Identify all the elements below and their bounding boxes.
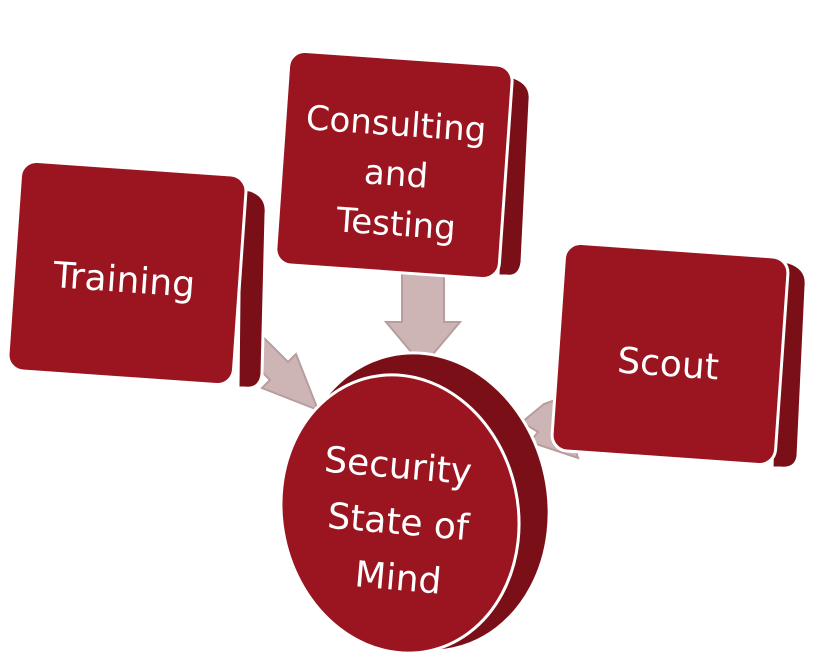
arrow-consulting-to-center — [383, 267, 463, 368]
center-label-line3: Mind — [353, 554, 443, 602]
scout-box-face — [550, 242, 790, 466]
node-scout: Scout — [550, 236, 808, 470]
center-disc-face — [279, 373, 521, 655]
node-consulting: Consulting and Testing — [274, 44, 532, 280]
consulting-label-line2: and — [363, 152, 430, 196]
training-label: Training — [51, 255, 197, 306]
node-training: Training — [6, 158, 268, 390]
consulting-label-line3: Testing — [334, 200, 457, 248]
training-box-face — [6, 159, 248, 387]
scout-label: Scout — [616, 341, 720, 389]
consulting-box-face — [274, 50, 514, 280]
node-center: Security State of Mind — [279, 351, 551, 655]
